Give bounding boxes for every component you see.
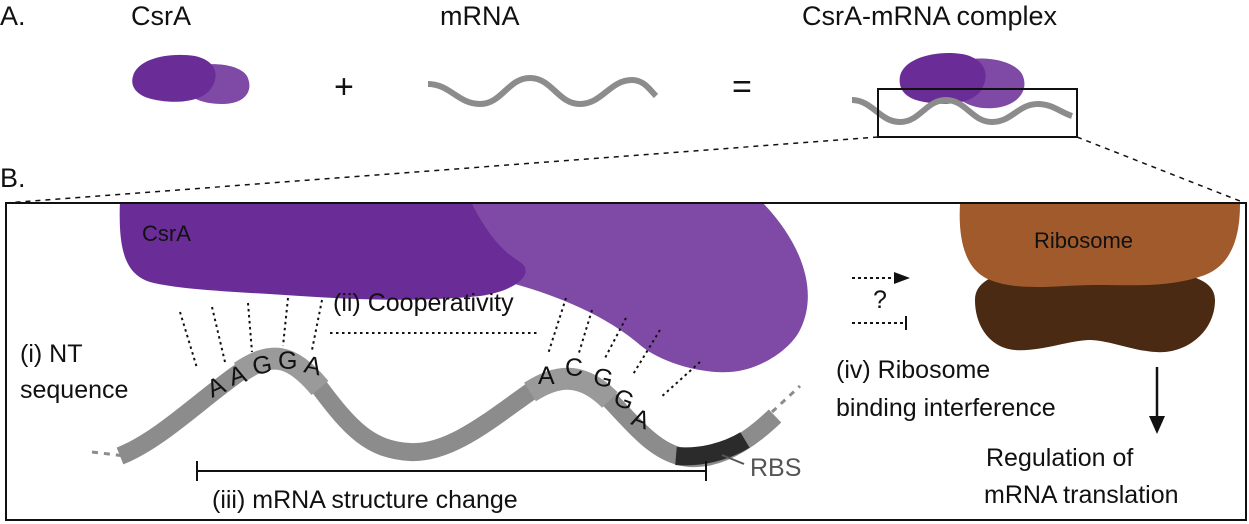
interference-line1: (iv) Ribosome	[836, 356, 990, 384]
regulation-line1: Regulation of	[986, 444, 1133, 472]
regulation-arrow	[1149, 367, 1165, 434]
activation-arrow	[852, 272, 910, 284]
zoom-box	[877, 88, 1078, 138]
panel-a-letter: A.	[0, 1, 26, 31]
mrna-small	[427, 74, 659, 108]
nt-left-3: G	[250, 350, 274, 381]
csra-mrna-complex-small	[851, 52, 1074, 126]
panel-a-mrna-label: mRNA	[440, 1, 520, 31]
ribosome-small-subunit	[975, 267, 1215, 353]
panel-b-letter: B.	[0, 163, 26, 193]
inhibition-arrow	[852, 316, 907, 330]
cooperativity-label: (ii) Cooperativity	[333, 289, 514, 317]
structure-bracket	[196, 461, 707, 481]
ribosome-large-subunit	[959, 204, 1240, 288]
interference-line2: binding interference	[836, 394, 1056, 422]
nt-label-line1: (i) NT	[20, 340, 82, 368]
csra-large-lobe-right	[421, 204, 808, 373]
mrna-large	[91, 347, 802, 468]
regulation-line2: mRNA translation	[984, 481, 1179, 509]
nt-right-1: A	[538, 362, 555, 390]
equals-sign: =	[732, 68, 752, 106]
csra-large-lobe-left	[119, 204, 526, 300]
nt-right-2: C	[565, 354, 583, 382]
rbs-pointer	[721, 454, 745, 465]
question-mark: ?	[873, 286, 887, 314]
nt-label-line2: sequence	[20, 376, 128, 404]
structure-label: (iii) mRNA structure change	[212, 486, 518, 514]
nt-left-4: G	[278, 347, 297, 375]
panel-b-frame	[5, 202, 1247, 521]
nt-left-5: A	[302, 350, 324, 381]
rbs-label: RBS	[750, 454, 801, 482]
csra-large-label: CsrA	[142, 221, 191, 246]
csra-small	[132, 54, 250, 104]
zoom-line-right	[1076, 136, 1246, 204]
panel-a-csra-label: CsrA	[131, 1, 191, 31]
binding-lines-right	[547, 297, 701, 399]
ribosome-label: Ribosome	[1034, 228, 1133, 253]
zoom-line-left	[5, 136, 879, 204]
rbs-segment	[675, 432, 750, 466]
binding-lines-left	[179, 297, 323, 369]
plus-sign: +	[334, 68, 354, 106]
panel-a-complex-label: CsrA-mRNA complex	[802, 1, 1058, 31]
